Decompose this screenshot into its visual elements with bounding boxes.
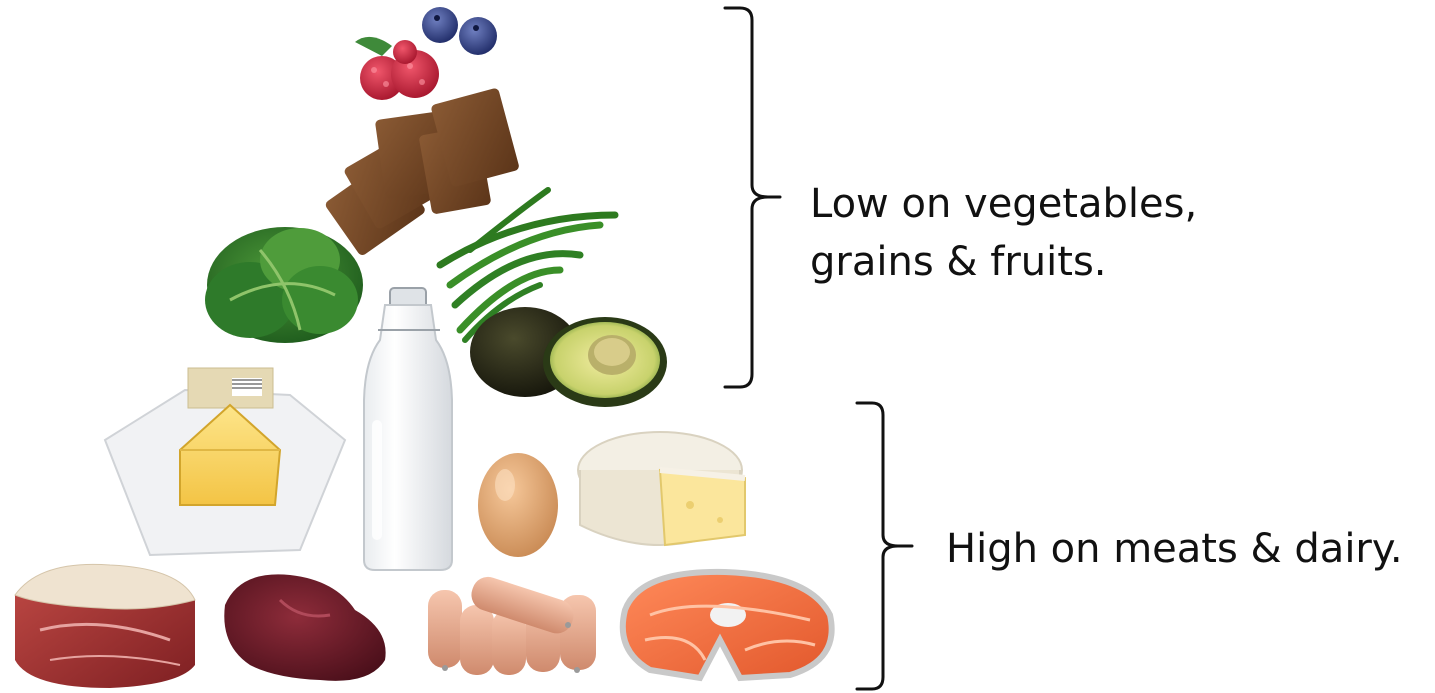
low-group-label-line2: grains & fruits.	[810, 233, 1197, 291]
butter-image	[105, 368, 345, 555]
avocado-image	[470, 307, 667, 407]
beef-image	[15, 564, 195, 688]
low-group-label-line1: Low on vegetables,	[810, 175, 1197, 233]
sausages-image	[428, 573, 596, 675]
top-bracket	[725, 8, 780, 387]
liver-image	[224, 574, 385, 680]
raspberries-image	[355, 37, 439, 100]
brie-cheese-image	[578, 432, 745, 545]
egg-image	[478, 453, 558, 557]
lettuce-image	[205, 227, 363, 343]
milk-bottle-image	[364, 288, 452, 570]
high-group-label: High on meats & dairy.	[946, 520, 1403, 578]
bottom-bracket	[857, 403, 912, 689]
salmon-steak-image	[623, 572, 832, 678]
low-group-label: Low on vegetables, grains & fruits.	[810, 175, 1197, 291]
blueberries-image	[422, 7, 497, 55]
